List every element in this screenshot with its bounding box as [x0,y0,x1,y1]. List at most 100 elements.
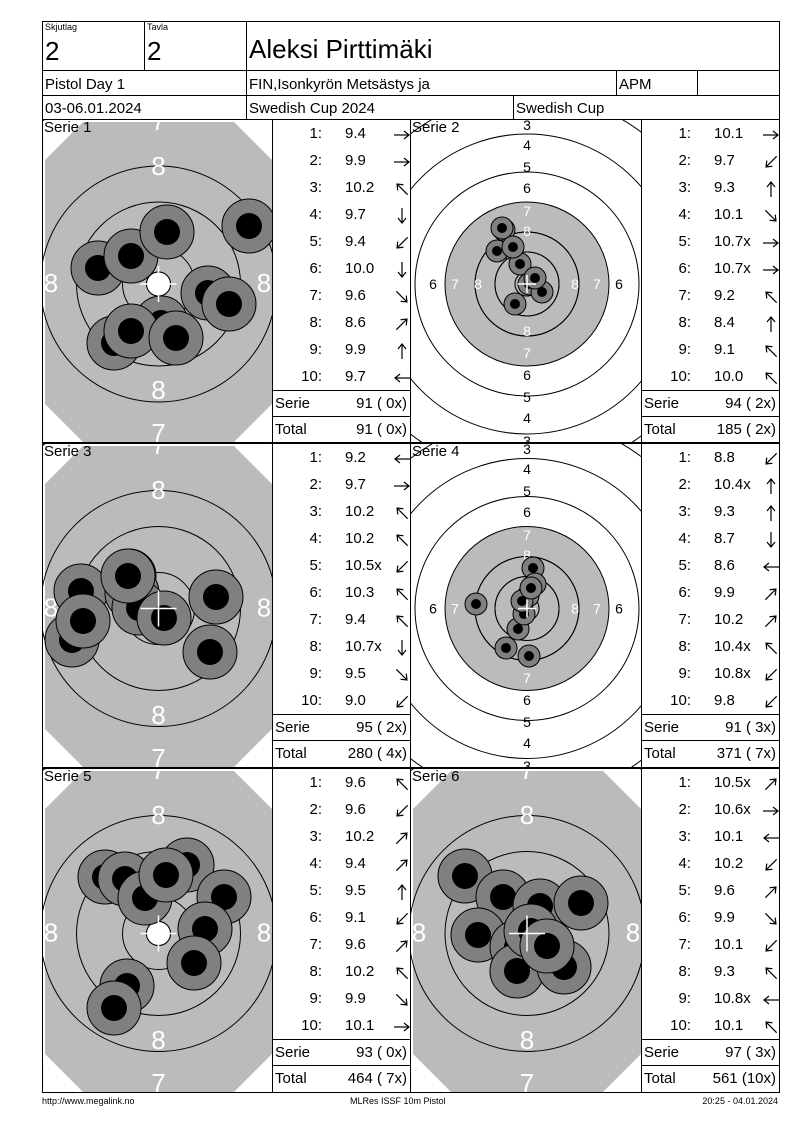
sum-value: 371 ( 7x) [716,745,776,762]
shot-score: 10.3 [345,584,375,601]
shot-score: 10.7x [714,233,751,250]
shot-number: 7: [678,287,691,304]
ring [444,851,610,1016]
shot-row: 9:10.8x [642,985,779,1012]
sum-value: 94 ( 2x) [725,395,776,412]
shot-score: 10.2 [345,530,375,547]
direction-arrow-icon [764,778,777,791]
ring [411,133,641,435]
shot-number: 2: [678,152,691,169]
competition-short-cell: Swedish Cup [513,95,780,120]
shot-row: 7:9.4 [273,606,410,633]
direction-arrow-icon [394,157,410,167]
ring-number: 8 [523,323,531,339]
shot-hole [530,280,554,304]
shot-score: 9.6 [714,882,735,899]
ring-number: 8 [151,1025,165,1055]
shot-number: 5: [678,557,691,574]
direction-arrow-icon [764,912,777,925]
shot-score: 9.1 [714,341,735,358]
shot-row: 7:9.6 [273,282,410,309]
shot-score: 8.6 [345,314,366,331]
direction-arrow-icon [396,588,409,601]
shot-score: 9.7 [345,368,366,385]
shot-hole [553,875,609,931]
shot-number: 9: [678,665,691,682]
shot-number: 4: [309,530,322,547]
direction-arrow-icon [394,481,410,491]
shot-score: 10.2 [345,963,375,980]
shot-row: 10:9.0 [273,687,410,714]
shot-row: 4: 9.4 [273,850,410,877]
event-cell: Pistol Day 1 [42,70,247,96]
shot-row: 9:9.1 [642,336,779,363]
direction-arrow-icon [764,588,777,601]
shot-hole [519,576,543,600]
tavla-label: Tavla [147,22,169,32]
ring-number: 7 [451,276,459,292]
shot-score: 10.6x [714,801,751,818]
shot-number: 9: [309,665,322,682]
shot-row: 3:9.3 [642,174,779,201]
shot-row: 1:10.1 [642,120,779,147]
ring-number: 7 [151,444,165,460]
ring-number: 4 [523,410,531,426]
shot-row: 7:10.1 [642,931,779,958]
ring-number: 8 [257,268,271,298]
shot-number: 1: [678,449,691,466]
club-name: FIN,Isonkyrön Metsästys ja [249,76,430,93]
ring-number: 7 [523,203,531,219]
shot-number: 1: [309,125,322,142]
direction-arrow-icon [763,806,779,816]
shot-score: 9.6 [345,801,366,818]
footer-url[interactable]: http://www.megalink.no [42,1096,135,1106]
shot-score: 9.4 [345,855,366,872]
shot-number: 4: [309,855,322,872]
shot-row: 2:9.7 [273,471,410,498]
ring-number: 7 [151,120,165,136]
shot-score: 10.4x [714,476,751,493]
shot-row: 8:8.6 [273,309,410,336]
shot-number: 7: [678,611,691,628]
ring-number: 8 [44,918,58,948]
shot-number: 8: [678,314,691,331]
sum-label: Total [644,745,676,762]
direction-arrow-icon [765,939,778,952]
ring-number: 7 [520,769,534,785]
shot-hole [517,644,541,668]
shot-number: 6: [309,909,322,926]
ring-number: 8 [412,918,426,948]
shot-number: 8: [678,638,691,655]
ring-number: 7 [523,345,531,361]
series-title: Serie 3 [44,443,92,460]
shot-score: 9.5 [345,665,366,682]
direction-arrow-icon [763,833,779,843]
footer-timestamp: 20:25 - 04.01.2024 [702,1096,778,1106]
ring-number: 6 [429,276,437,292]
shot-hole [103,303,159,359]
direction-arrow-icon [765,967,778,980]
shot-number: 5: [309,233,322,250]
shot-number: 9: [309,341,322,358]
shot-number: 9: [678,990,691,1007]
direction-arrow-icon [765,858,778,871]
shot-score: 10.1 [714,828,744,845]
shot-score: 10.2 [345,828,375,845]
direction-arrow-icon [765,452,778,465]
direction-arrow-icon [396,236,409,249]
shot-score: 9.2 [714,287,735,304]
shot-number: 5: [678,882,691,899]
shot-number: 7: [309,611,322,628]
shot-number: 2: [678,476,691,493]
shot-score: 10.2 [714,611,744,628]
shot-hole [519,918,575,974]
direction-arrow-icon [764,886,777,899]
ring-number: 7 [451,601,459,617]
direction-arrow-icon [766,532,776,548]
